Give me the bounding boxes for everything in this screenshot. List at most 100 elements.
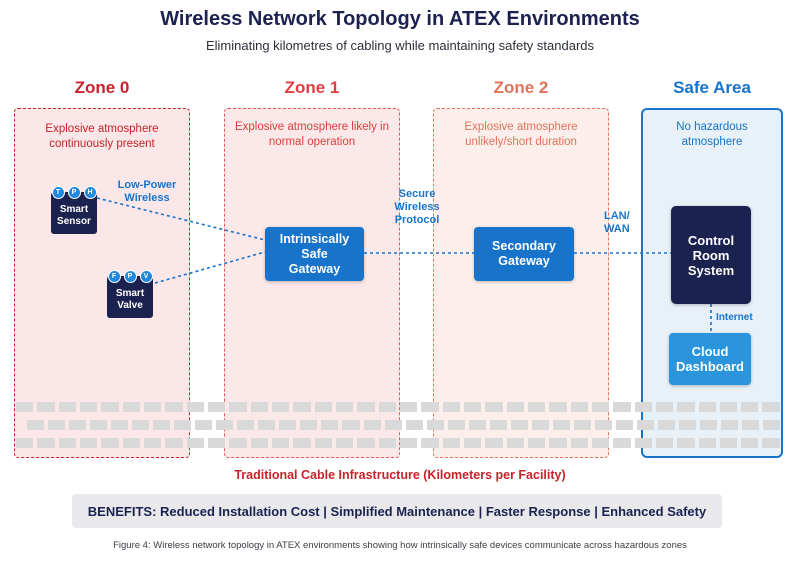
cable-segment [111,420,129,430]
cable-segment [552,420,570,430]
valve-label-line2: Valve [117,300,143,311]
cloud-dashboard[interactable]: Cloud Dashboard [669,333,751,385]
cable-segment [719,402,738,412]
secondary-gateway-line2: Gateway [498,254,550,268]
cable-segment [531,420,549,430]
cable-segment [719,438,738,448]
cable-segment [207,438,226,448]
smart-sensor[interactable]: T P H Smart Sensor [51,186,97,234]
safe-area-description: No hazardous atmosphere [676,121,748,148]
cable-segment [357,402,375,412]
cloud-dashboard-line1: Cloud [691,344,729,359]
secure-line3: Protocol [394,214,440,226]
cable-segment [174,420,192,430]
sensor-badge-h: H [83,186,97,199]
cable-segment [442,438,460,448]
cable-segment [591,438,610,448]
valve-badge-p: P [123,270,137,283]
cable-segment [293,438,311,448]
cable-segment [237,420,255,430]
cable-segment [405,420,423,430]
cable-segment [698,438,716,448]
cable-segment [634,438,652,448]
cable-segment [37,402,55,412]
cable-segment [132,420,150,430]
cable-segment [79,438,98,448]
cable-segment [79,402,98,412]
cable-segment [510,420,528,430]
zone-2-title: Zone 2 [493,78,549,97]
sensor-label-line2: Sensor [57,216,91,227]
cable-segment [342,420,360,430]
cable-segment [527,402,546,412]
cable-segment [186,402,204,412]
cable-segment [527,438,546,448]
cable-segment [634,402,652,412]
cable-segment [207,402,226,412]
control-room-system[interactable]: Control Room System [671,206,751,304]
cable-segment [421,438,439,448]
cable-segment [335,402,354,412]
cable-segment [636,420,654,430]
cable-segment [165,402,183,412]
cable-segment [90,420,108,430]
sensor-link [96,197,266,241]
sensor-badge-t: T [51,186,65,199]
cable-segment [485,402,503,412]
valve-link [154,251,266,284]
cable-infrastructure [16,402,780,450]
sensor-badge-p: P [67,186,81,199]
cable-segment [293,402,311,412]
control-room-line3: System [687,262,735,278]
cable-segment [613,402,631,412]
sensor-label-line1: Smart [59,204,89,215]
lan-line2: WAN [604,223,630,235]
cable-segment [399,402,418,412]
smart-valve[interactable]: F P V Smart Valve [107,270,153,318]
control-room-line2: Room [692,247,730,263]
sensor-badges: T P H [51,186,97,199]
cable-segment [271,438,290,448]
zone-1-title: Zone 1 [284,78,340,97]
control-room-line1: Control [687,232,735,248]
cable-segment [48,420,66,430]
diagram-title: Wireless Network Topology in ATEX Enviro… [160,8,640,30]
secondary-gateway[interactable]: Secondary Gateway [474,227,574,281]
secure-wireless-protocol-label: Secure Wireless Protocol [384,188,450,227]
cable-segment [549,438,567,448]
cable-segment [741,438,759,448]
cable-segment [143,402,162,412]
cable-infrastructure-label: Traditional Cable Infrastructure (Kilome… [234,468,566,482]
cable-segment [378,438,396,448]
cable-segment [657,420,675,430]
is-gateway-line2: Safe [301,246,328,261]
is-gateway-line3: Gateway [288,261,341,276]
valve-badges: F P V [107,270,153,283]
secure-line1: Secure [398,188,436,200]
cable-segment [570,438,588,448]
cable-segment [357,438,375,448]
cable-segment [153,420,171,430]
cable-segment [195,420,213,430]
intrinsically-safe-gateway[interactable]: Intrinsically Safe Gateway [265,227,364,281]
cable-segment [721,420,739,430]
cable-segment [271,402,290,412]
cable-segment [16,438,34,448]
cable-segment [335,438,354,448]
cable-segment [250,438,268,448]
cable-segment [613,438,631,448]
figure-caption: Figure 4: Wireless network topology in A… [113,540,687,551]
cable-segment [741,402,759,412]
zone-0-title: Zone 0 [74,78,130,97]
cable-segment [615,420,633,430]
cable-segment [678,420,696,430]
cable-segment [421,402,439,412]
cable-segment [186,438,204,448]
cable-segment [143,438,162,448]
cable-segment [698,402,716,412]
cable-segment [37,438,55,448]
cable-segment [363,420,381,430]
cable-segment [442,402,460,412]
cable-segment [250,402,268,412]
cable-segment [279,420,297,430]
